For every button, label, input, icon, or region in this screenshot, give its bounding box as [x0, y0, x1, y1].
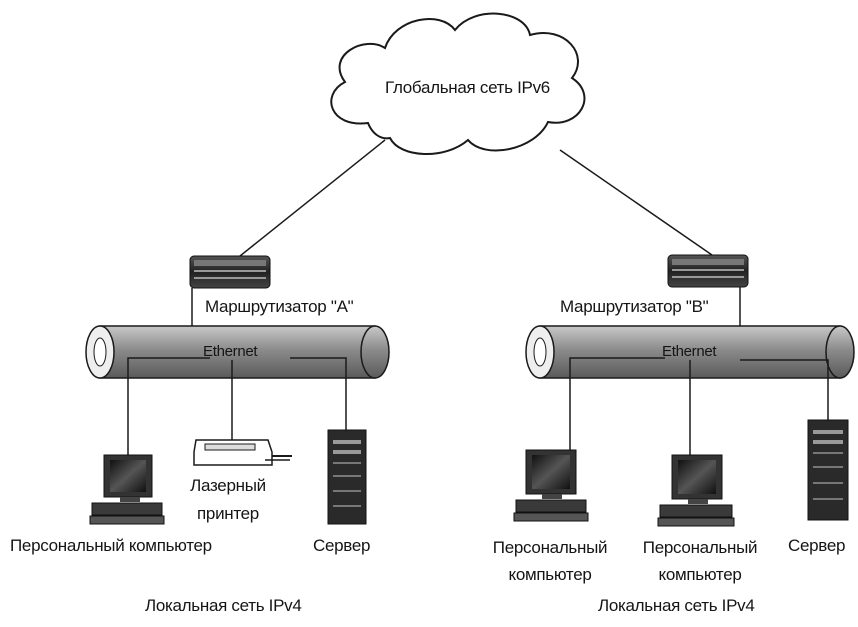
server-icon	[327, 429, 367, 525]
printer-icon	[193, 439, 292, 466]
wan-link-b	[559, 149, 713, 256]
cloud-icon	[330, 12, 586, 155]
server-b-label: Сервер	[788, 536, 846, 555]
pc-b1-label-line2: компьютер	[508, 565, 592, 584]
printer-label-line1: Лазерный	[190, 476, 266, 495]
pc-b1-label-line1: Персональный	[492, 538, 608, 557]
pc-icon	[513, 449, 589, 522]
wan-link-a	[239, 139, 386, 257]
pc-a-label: Персональный компьютер	[10, 536, 212, 555]
bus-b-label: Ethernet	[662, 343, 717, 360]
router-b-icon	[667, 254, 749, 288]
pc-icon	[89, 454, 165, 525]
ethernet-bus-a	[85, 325, 390, 379]
router-b-label: Маршрутизатор "В"	[560, 297, 709, 316]
cloud-label: Глобальная сеть IPv6	[385, 78, 550, 97]
printer-label-line2: принтер	[197, 504, 259, 523]
bus-a-label: Ethernet	[203, 343, 258, 360]
pc-b2-label-line1: Персональный	[642, 538, 758, 557]
pc-b2-label-line2: компьютер	[658, 565, 742, 584]
lan-b-caption: Локальная сеть IPv4	[598, 596, 755, 615]
router-a-label: Маршрутизатор "А"	[205, 297, 354, 316]
server-a-label: Сервер	[313, 536, 371, 555]
server-icon	[807, 419, 849, 521]
router-a-icon	[189, 255, 271, 289]
pc-icon	[657, 454, 735, 527]
lan-a-caption: Локальная сеть IPv4	[145, 596, 302, 615]
